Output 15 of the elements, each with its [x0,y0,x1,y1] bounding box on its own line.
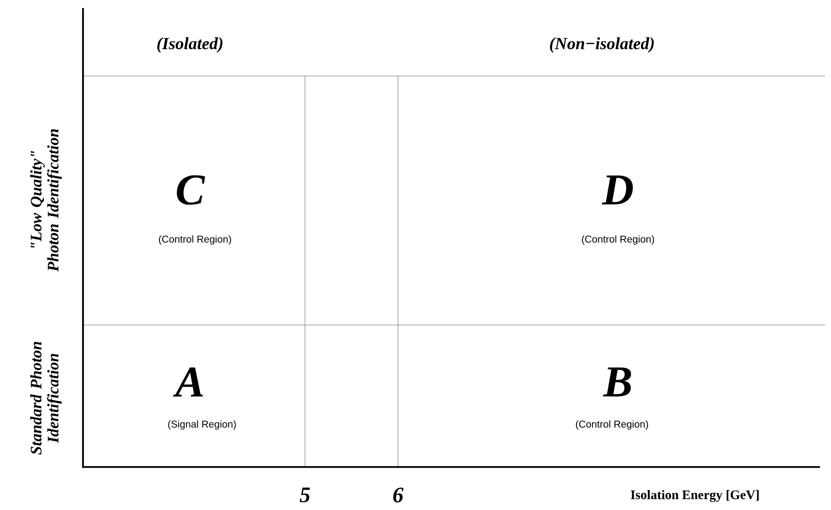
axis-title: Isolation Energy [GeV] [630,490,759,502]
tick-label: 6 [393,488,404,502]
region-letter: A [173,367,203,397]
region-letter: D [602,176,633,204]
region-label: (Control Region) [158,235,232,245]
region-label: (Control Region) [582,235,654,245]
region-letter: B [602,368,632,396]
region-label: (Control Region) [576,420,648,430]
axis-title: Standard Photon Identification [30,342,62,455]
column-heading: (Non−isolated) [550,37,654,53]
tick-label: 5 [300,488,310,502]
region-label: (Signal Region) [168,420,236,430]
column-heading: (Isolated) [157,37,222,53]
region-letter: C [176,175,206,205]
axis-title: "Low Quality" Photon Identification [30,129,62,272]
